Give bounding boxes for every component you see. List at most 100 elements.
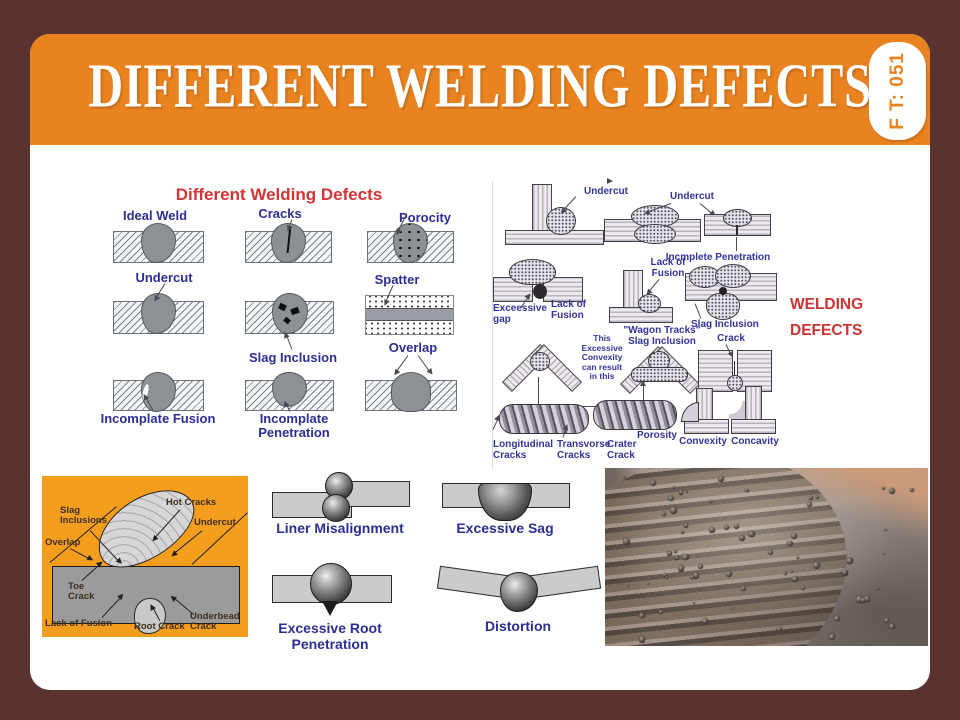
- label-slag-inclusion: Slag Inclusion: [248, 350, 338, 365]
- weld-bead-overlap: [391, 372, 431, 412]
- spatter-dot: [647, 583, 650, 586]
- spatter-dot: [860, 598, 866, 603]
- crack-line: [734, 361, 735, 375]
- spatter-dot: [672, 486, 676, 489]
- spatter-dot: [725, 570, 733, 578]
- spatter-dot: [800, 586, 805, 591]
- spatter-dot: [909, 488, 914, 493]
- spatter-dot: [697, 563, 703, 569]
- spatter-dot: [881, 487, 885, 491]
- spatter-dot: [889, 623, 895, 629]
- label-crater-crack: Crater Crack: [607, 439, 637, 462]
- pointer-line: [394, 355, 409, 374]
- weld-bead-ideal: [141, 223, 176, 263]
- spatter-dot: [816, 495, 820, 499]
- label-undercut-anatomy: Undercut: [194, 517, 236, 528]
- root-bead-sphere: [310, 563, 352, 605]
- spatter-dot: [685, 490, 688, 494]
- spatter-dot: [692, 572, 699, 579]
- cross-section-panel: Different Welding Defects Ideal Weld Cra…: [45, 183, 485, 465]
- spatter-dot: [806, 502, 812, 508]
- spatter-dot: [855, 596, 863, 603]
- plate-horizontal: [684, 419, 729, 434]
- weld-bead-slag: [272, 293, 308, 334]
- spatter-dot: [710, 500, 713, 503]
- connector-line: [640, 380, 646, 406]
- spatter-dot: [740, 585, 747, 592]
- weld-rod-longitudinal: [499, 404, 589, 434]
- spatter-dot: [678, 489, 684, 495]
- label-exceessive-gap: Exceessive gap: [493, 303, 547, 326]
- root-drop: [134, 598, 166, 634]
- fillet-bead: [638, 294, 661, 313]
- weld-bead-fusion: [141, 372, 176, 412]
- spatter-dot: [701, 617, 708, 624]
- wagon-tracks-slug: [631, 367, 688, 382]
- spatter-dot: [791, 533, 798, 540]
- fillet-bead: [546, 207, 576, 235]
- pointer-line: [492, 416, 500, 430]
- plate-horizontal: [731, 419, 776, 434]
- root-bead: [727, 375, 743, 391]
- label-cracks: Cracks: [258, 206, 302, 221]
- spatter-dot: [777, 626, 782, 632]
- spatter-dot: [683, 523, 689, 528]
- spatter-dot: [678, 565, 685, 572]
- pointer-line: [417, 355, 432, 374]
- weld-bead-penetration: [272, 372, 307, 407]
- shape-defects-panel: Liner Misalignment Excessive Sag Excessi…: [260, 470, 605, 682]
- spatter-dot: [662, 573, 666, 577]
- concave-fillet: [729, 401, 745, 419]
- spatter-dot: [717, 476, 724, 483]
- cluster-bead: [715, 264, 751, 288]
- spatter-dot: [690, 575, 695, 579]
- weld-anatomy-panel: Slag Inclusions Hot Cracks Undercut Over…: [42, 473, 249, 637]
- weld-rod-porosity: [593, 400, 677, 430]
- gap-drop: [533, 284, 547, 299]
- spatter-dot: [667, 550, 672, 556]
- spatter-dot: [813, 561, 821, 569]
- spatter-band: [366, 308, 453, 321]
- slag-chunk: [290, 306, 300, 316]
- spatter-figure: [365, 295, 454, 335]
- convex-fillet: [681, 402, 699, 422]
- leader-line: [694, 303, 702, 319]
- label-incomplate-penetration: Incomplate Penetration: [258, 411, 330, 441]
- slide-title: DIFFERENT WELDING DEFECTS: [88, 52, 872, 121]
- spatter-dot: [681, 531, 685, 535]
- slide-card: DIFFERENT WELDING DEFECTS F T: 051 Diffe…: [30, 34, 930, 690]
- label-porosity-rod: Porosity: [636, 430, 677, 441]
- spatter-dot: [888, 488, 896, 495]
- spatter-dot: [639, 612, 645, 619]
- pointer-line: [647, 279, 660, 294]
- spatter-dot: [864, 596, 871, 603]
- plate-horizontal: [543, 277, 583, 302]
- label-underbead-crack: Underbead Crack: [190, 611, 240, 633]
- corner-bead: [648, 351, 670, 371]
- label-incmplete-penetration: Incmplete Penetration: [665, 252, 771, 263]
- spatter-dots-bottom: [366, 322, 453, 334]
- spatter-dot: [834, 615, 840, 622]
- label-lack-of-fusion-anatomy: Lack of Fusion: [45, 618, 113, 629]
- spatter-dot: [692, 601, 695, 604]
- spatter-dot: [650, 480, 657, 487]
- label-convexity: Convexity: [679, 436, 727, 447]
- leader-line: [736, 237, 737, 251]
- spatter-dot: [796, 556, 799, 559]
- spatter-dot: [733, 524, 739, 530]
- label-undercut-fillet: Undercut: [584, 186, 628, 197]
- spatter-dot: [748, 530, 755, 538]
- label-excessive-sag: Excessive Sag: [456, 520, 554, 536]
- spatter-dot: [842, 569, 849, 576]
- slide-number-badge: F T: 051: [869, 42, 926, 140]
- label-slag-inclusions: Slag Inclusions: [60, 505, 107, 527]
- label-lack-of-fusion-top: Lack of Fusion: [650, 257, 686, 280]
- sag-bead: [478, 483, 532, 521]
- spatter-dot: [669, 507, 677, 515]
- spatter-dot: [846, 557, 854, 565]
- label-distortion: Distortion: [484, 618, 552, 634]
- label-slag-inclusion-right: Slag Inclusion: [691, 319, 759, 330]
- spatter-dot: [790, 570, 794, 574]
- spatter-dot: [708, 526, 715, 533]
